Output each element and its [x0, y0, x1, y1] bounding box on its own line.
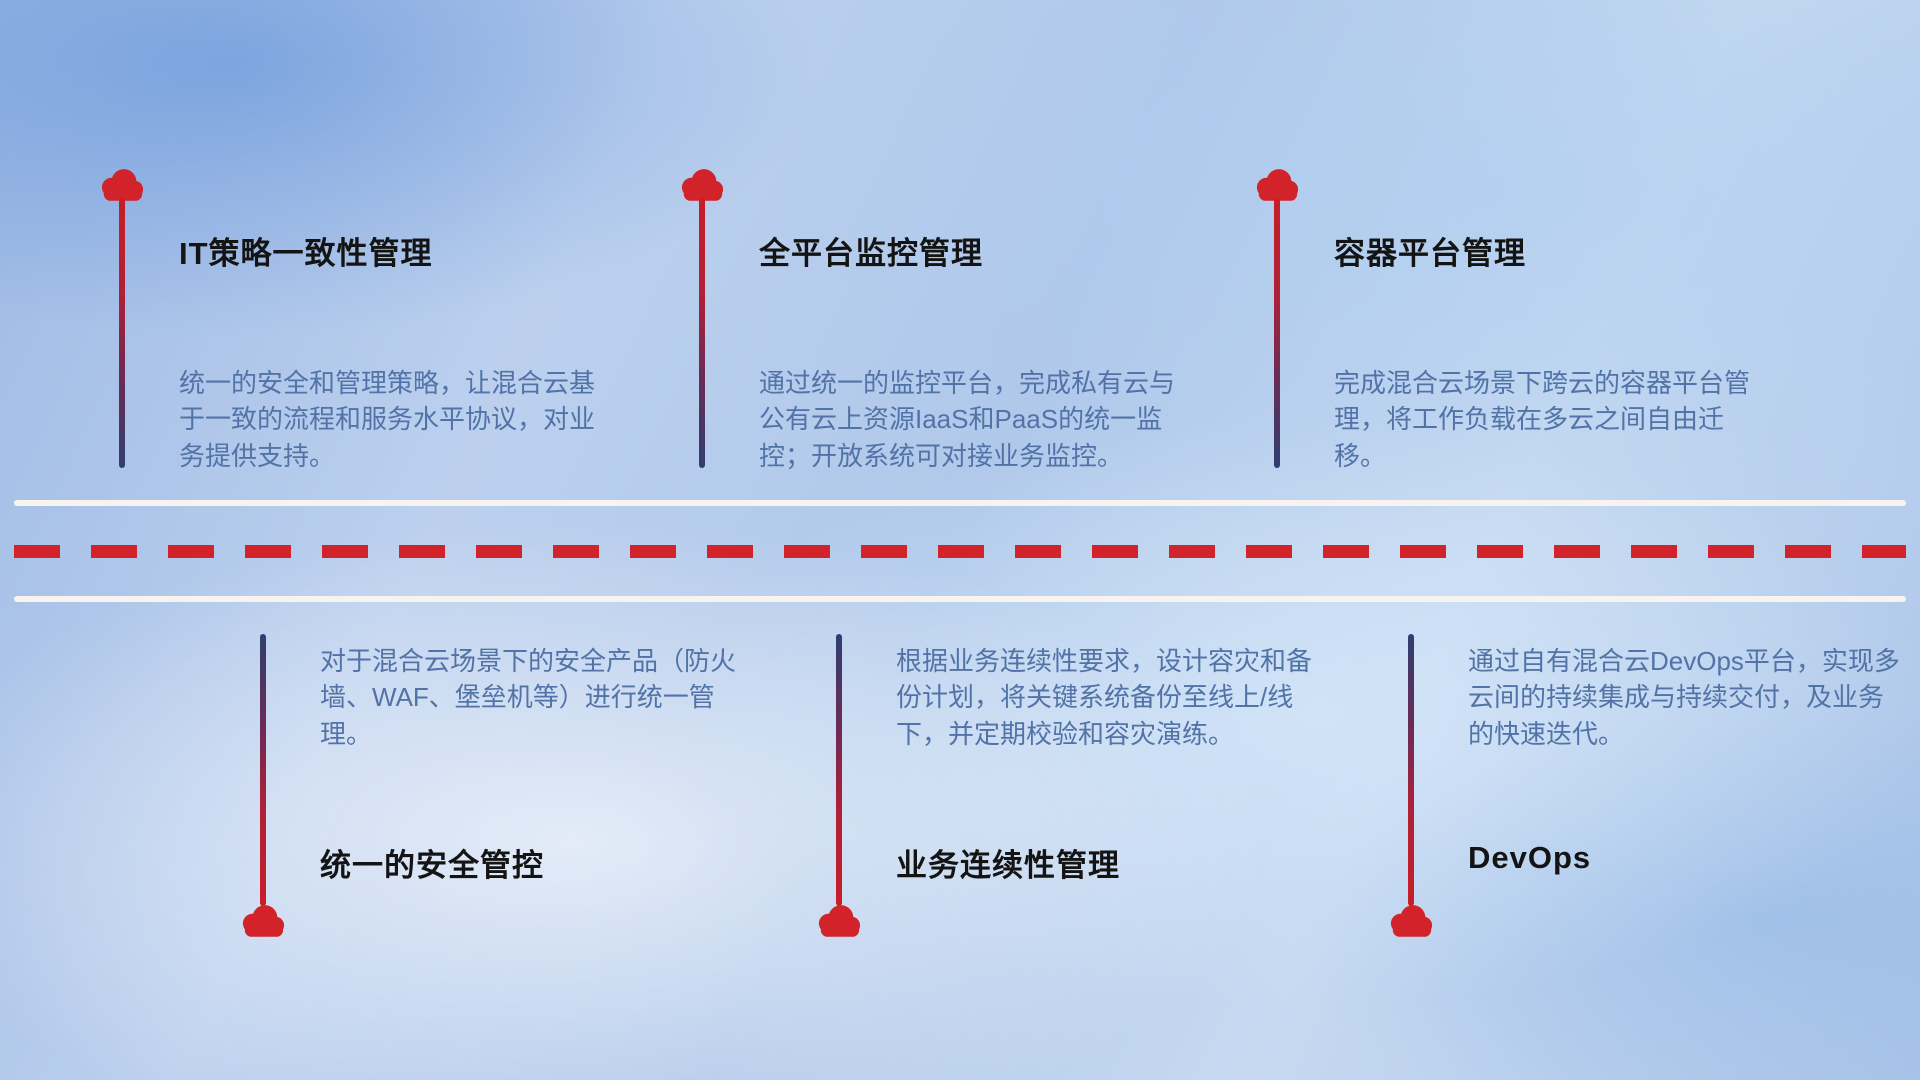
- item-description: 根据业务连续性要求，设计容灾和备份计划，将关键系统备份至线上/线下，并定期校验和…: [896, 646, 1313, 749]
- item-description: 完成混合云场景下跨云的容器平台管理，将工作负载在多云之间自由迁移。: [1334, 368, 1751, 471]
- item-title: 统一的安全管控: [320, 848, 544, 883]
- cloud-icon: [99, 168, 145, 201]
- connector-line: [1408, 634, 1414, 906]
- road-bottom-line: [14, 596, 1906, 602]
- cloud-icon: [240, 904, 286, 937]
- item-title: 容器平台管理: [1334, 236, 1526, 271]
- road-top-line: [14, 500, 1906, 506]
- item-title: 全平台监控管理: [759, 236, 983, 271]
- connector-line: [260, 634, 266, 906]
- cloud-icon: [1388, 904, 1434, 937]
- cloud-icon: [679, 168, 725, 201]
- cloud-icon: [1254, 168, 1300, 201]
- cloud-icon: [816, 904, 862, 937]
- item-title: 业务连续性管理: [896, 848, 1120, 883]
- connector-line: [1274, 198, 1280, 468]
- item-title: IT策略一致性管理: [179, 236, 433, 271]
- item-description: 通过自有混合云DevOps平台，实现多云间的持续集成与持续交付，及业务的快速迭代…: [1468, 646, 1900, 749]
- connector-line: [836, 634, 842, 906]
- item-description: 统一的安全和管理策略，让混合云基于一致的流程和服务水平协议，对业务提供支持。: [179, 368, 596, 471]
- road-dashed-line: [14, 545, 1906, 558]
- item-description: 通过统一的监控平台，完成私有云与公有云上资源IaaS和PaaS的统一监控；开放系…: [759, 368, 1176, 471]
- item-title: DevOps: [1468, 840, 1592, 875]
- item-description: 对于混合云场景下的安全产品（防火墙、WAF、堡垒机等）进行统一管理。: [320, 646, 737, 749]
- connector-line: [119, 198, 125, 468]
- connector-line: [699, 198, 705, 468]
